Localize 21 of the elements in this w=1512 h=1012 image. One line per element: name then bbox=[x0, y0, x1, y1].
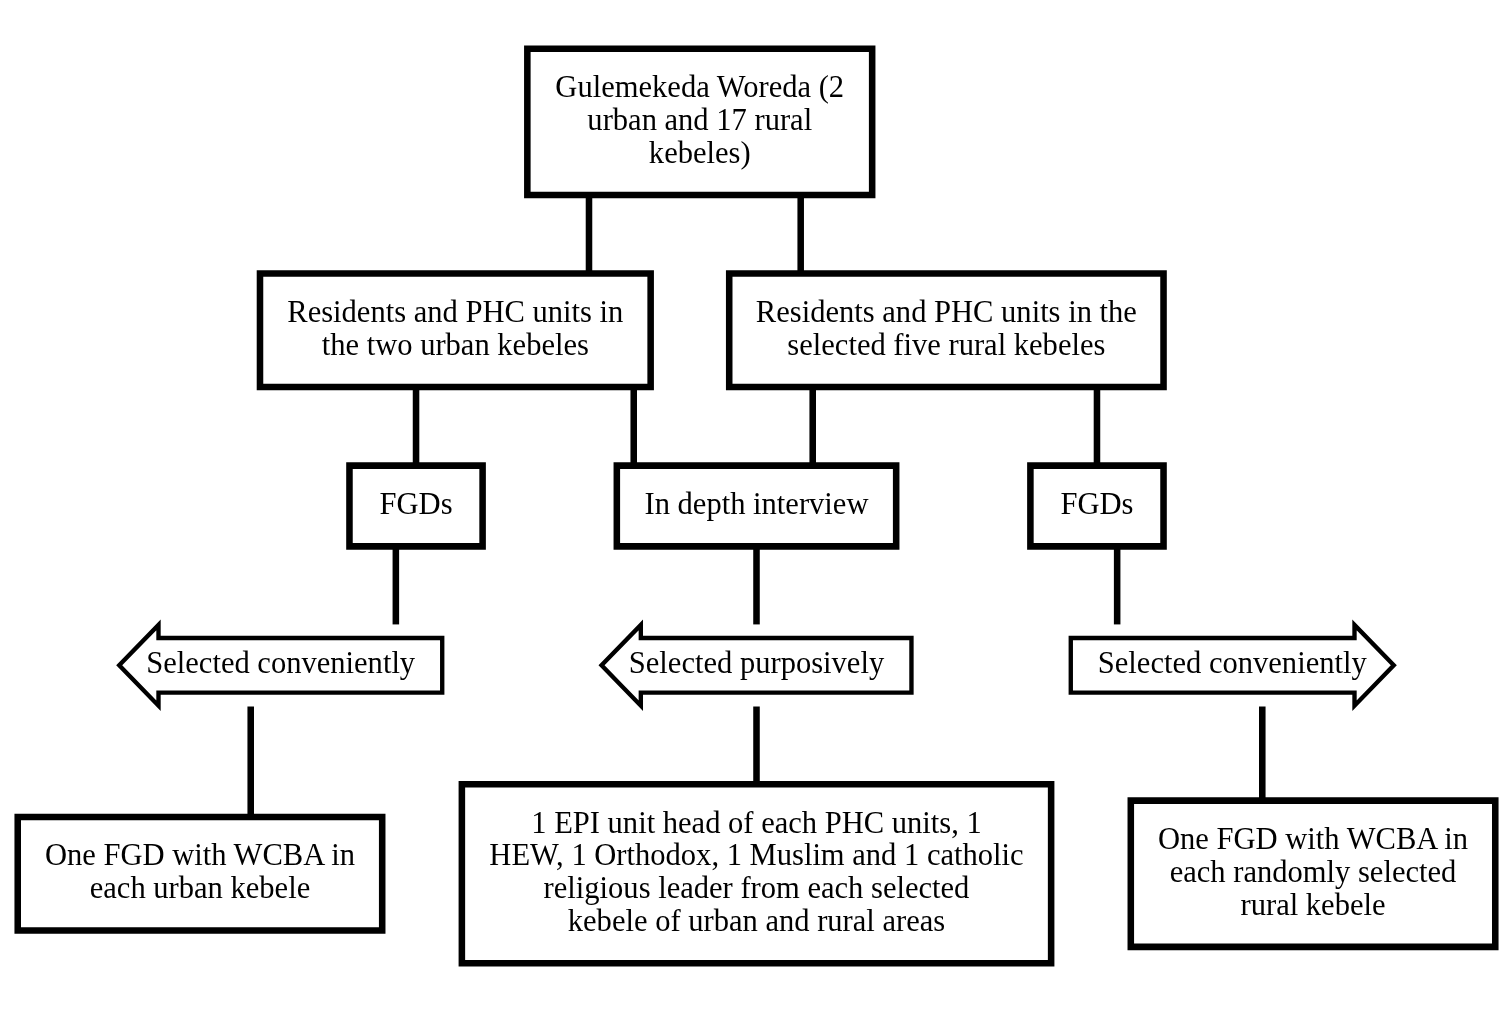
connector bbox=[1093, 387, 1100, 466]
connector bbox=[1258, 706, 1266, 801]
connector bbox=[808, 387, 816, 466]
connector bbox=[752, 547, 760, 625]
connector bbox=[752, 706, 760, 784]
node-box: One FGD with WCBA in each urban kebele bbox=[13, 813, 385, 934]
connector bbox=[412, 387, 419, 466]
node-box: FGDs bbox=[345, 462, 486, 550]
node-box: One FGD with WCBA in each randomly selected rural kebele bbox=[1127, 797, 1499, 951]
node-box: Residents and PHC units in the selected five rural kebeles bbox=[725, 270, 1167, 391]
connector bbox=[796, 195, 804, 274]
connector bbox=[392, 547, 399, 625]
node-box: Gulemekeda Woreda (2 urban and 17 rural kebeles) bbox=[523, 45, 875, 199]
node-box: 1 EPI unit head of each PHC units, 1 HEW, 1 Orthodox, 1 Muslim and 1 catholic religious leader from each selected kebele of urban and rural areas bbox=[458, 781, 1054, 967]
connector bbox=[246, 706, 254, 817]
connector bbox=[1113, 547, 1120, 625]
connector bbox=[629, 387, 637, 466]
node-box: FGDs bbox=[1026, 462, 1167, 550]
connector bbox=[585, 195, 592, 274]
node-box: Residents and PHC units in the two urban kebeles bbox=[256, 270, 654, 391]
node-box: In depth interview bbox=[613, 462, 899, 550]
